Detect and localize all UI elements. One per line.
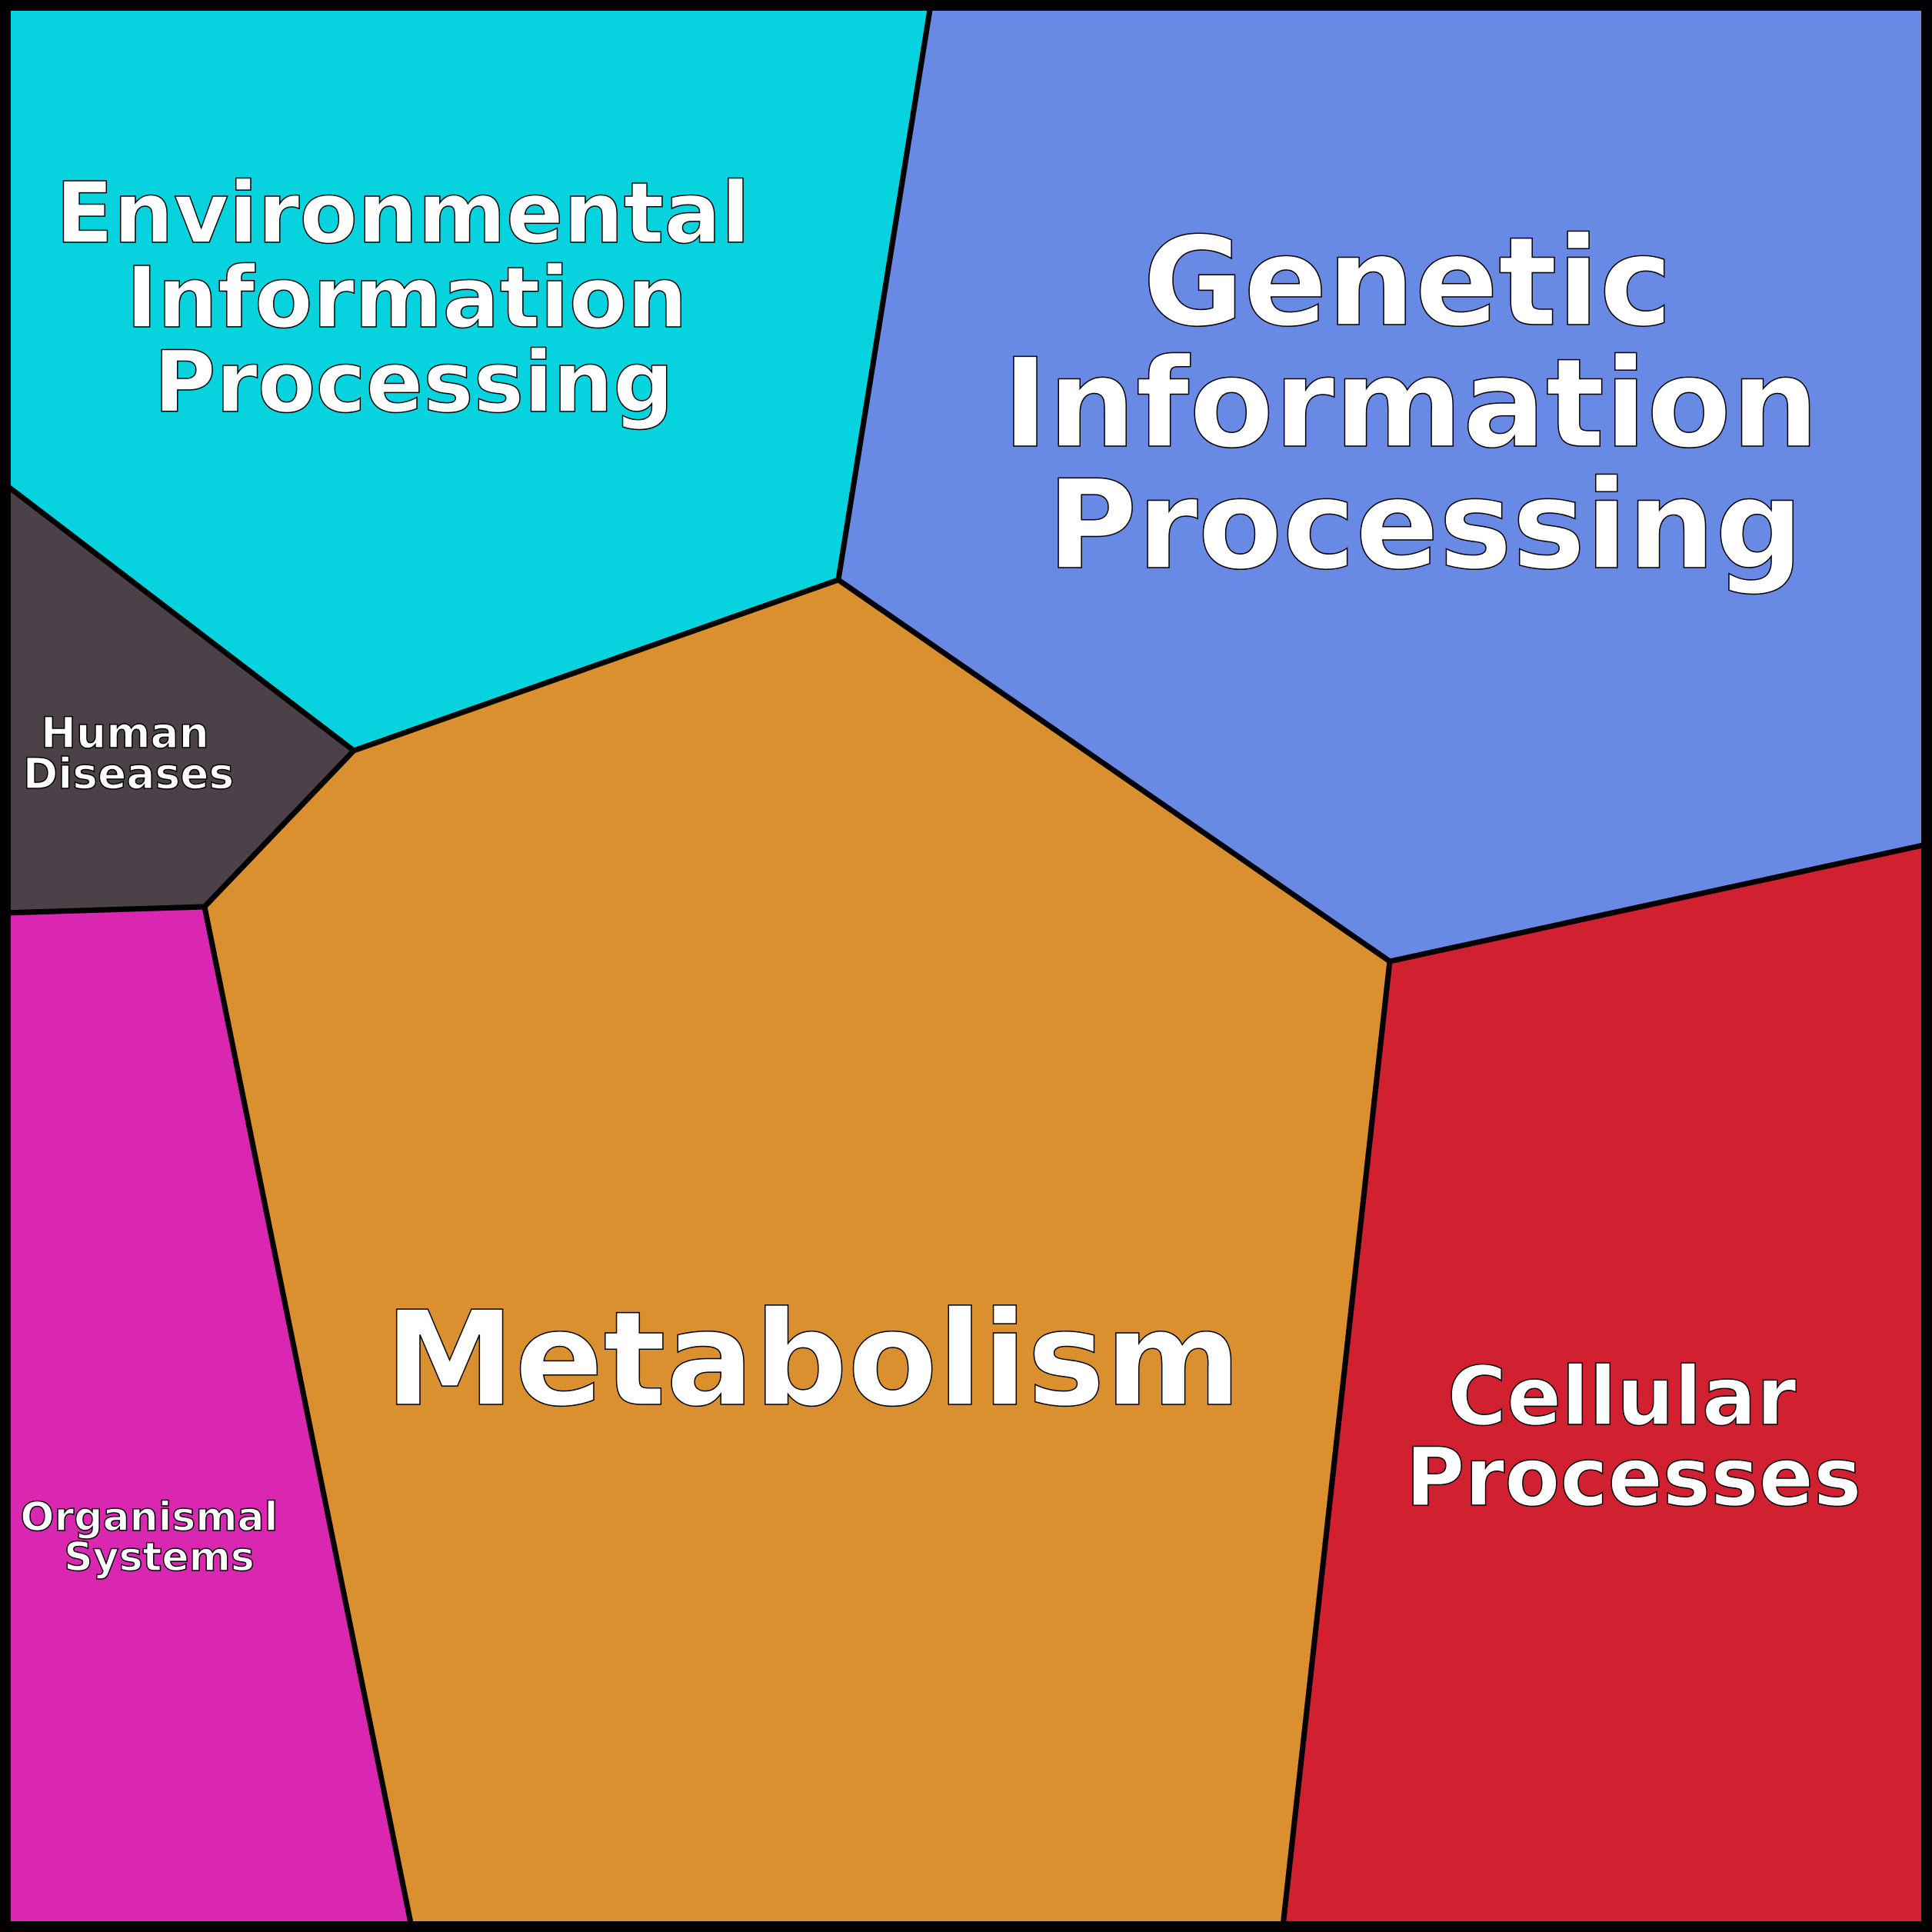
genetic-label-line-3: Processing (1047, 453, 1803, 597)
genetic-label: Genetic Information Processing (1002, 210, 1861, 597)
metabolism-label-line-1: Metabolism (385, 1284, 1241, 1436)
cellular-label: Cellular Processes (1405, 1350, 1861, 1524)
region-human-diseases: Human Diseases (2, 478, 358, 916)
region-metabolism: Metabolism (202, 577, 1393, 1930)
organismal-label-line-1: Organismal (20, 1494, 278, 1541)
cellular-label-line-2: Processes (1405, 1431, 1861, 1524)
genetic-label-line-2: Information (1002, 331, 1819, 475)
genetic-label-line-1: Genetic (1143, 210, 1672, 354)
region-environmental-information-processing: Environmental Information Processing (2, 2, 934, 754)
organismal-label: Organismal Systems (20, 1494, 291, 1581)
environmental-label: Environmental Information Processing (55, 164, 779, 431)
human-diseases-label-line-1: Human (41, 708, 209, 758)
metabolism-label: Metabolism (385, 1284, 1241, 1436)
organismal-label-line-2: Systems (64, 1534, 255, 1581)
cellular-label-line-1: Cellular (1447, 1350, 1797, 1444)
human-diseases-label-line-2: Diseases (23, 749, 234, 798)
environmental-label-line-2: Information (126, 248, 688, 347)
environmental-label-line-3: Processing (154, 333, 674, 431)
human-diseases-label: Human Diseases (23, 708, 234, 798)
region-cellular-processes: Cellular Processes (1280, 841, 1930, 1930)
environmental-label-line-1: Environmental (55, 164, 750, 262)
